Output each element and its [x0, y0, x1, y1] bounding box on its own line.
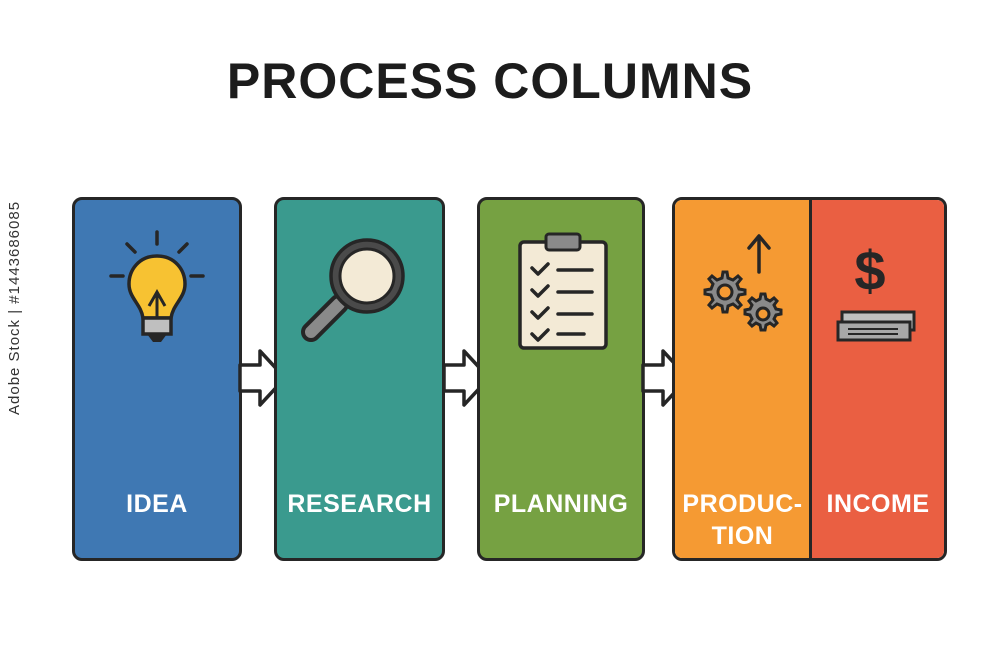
column-planning: PLANNING [477, 197, 645, 561]
dollar-money-icon: $ [836, 239, 916, 342]
column-production-income: PRODUC- TION $ INCOME [672, 197, 947, 561]
column-label: PRODUC- TION [682, 490, 803, 550]
magnifier-icon [301, 238, 405, 342]
column-label: IDEA [126, 490, 188, 518]
column-production: PRODUC- TION [675, 200, 810, 558]
stock-id-text: Adobe Stock | #1443686085 [6, 200, 23, 415]
clipboard-checklist-icon [518, 232, 608, 350]
lightbulb-icon [109, 230, 205, 342]
column-label: PLANNING [493, 490, 629, 518]
arrow-right-icon [442, 349, 491, 407]
page-title: PROCESS COLUMNS [226, 53, 754, 109]
column-label: INCOME [826, 490, 930, 518]
column-idea: IDEA [72, 197, 242, 561]
column-label: RESEARCH [287, 490, 432, 518]
column-income: $ INCOME [812, 200, 944, 558]
gears-arrow-up-icon [703, 234, 783, 332]
column-divider [809, 200, 812, 558]
column-research: RESEARCH [274, 197, 445, 561]
arrow-right-icon [238, 349, 287, 407]
svg-text:$: $ [854, 239, 885, 302]
